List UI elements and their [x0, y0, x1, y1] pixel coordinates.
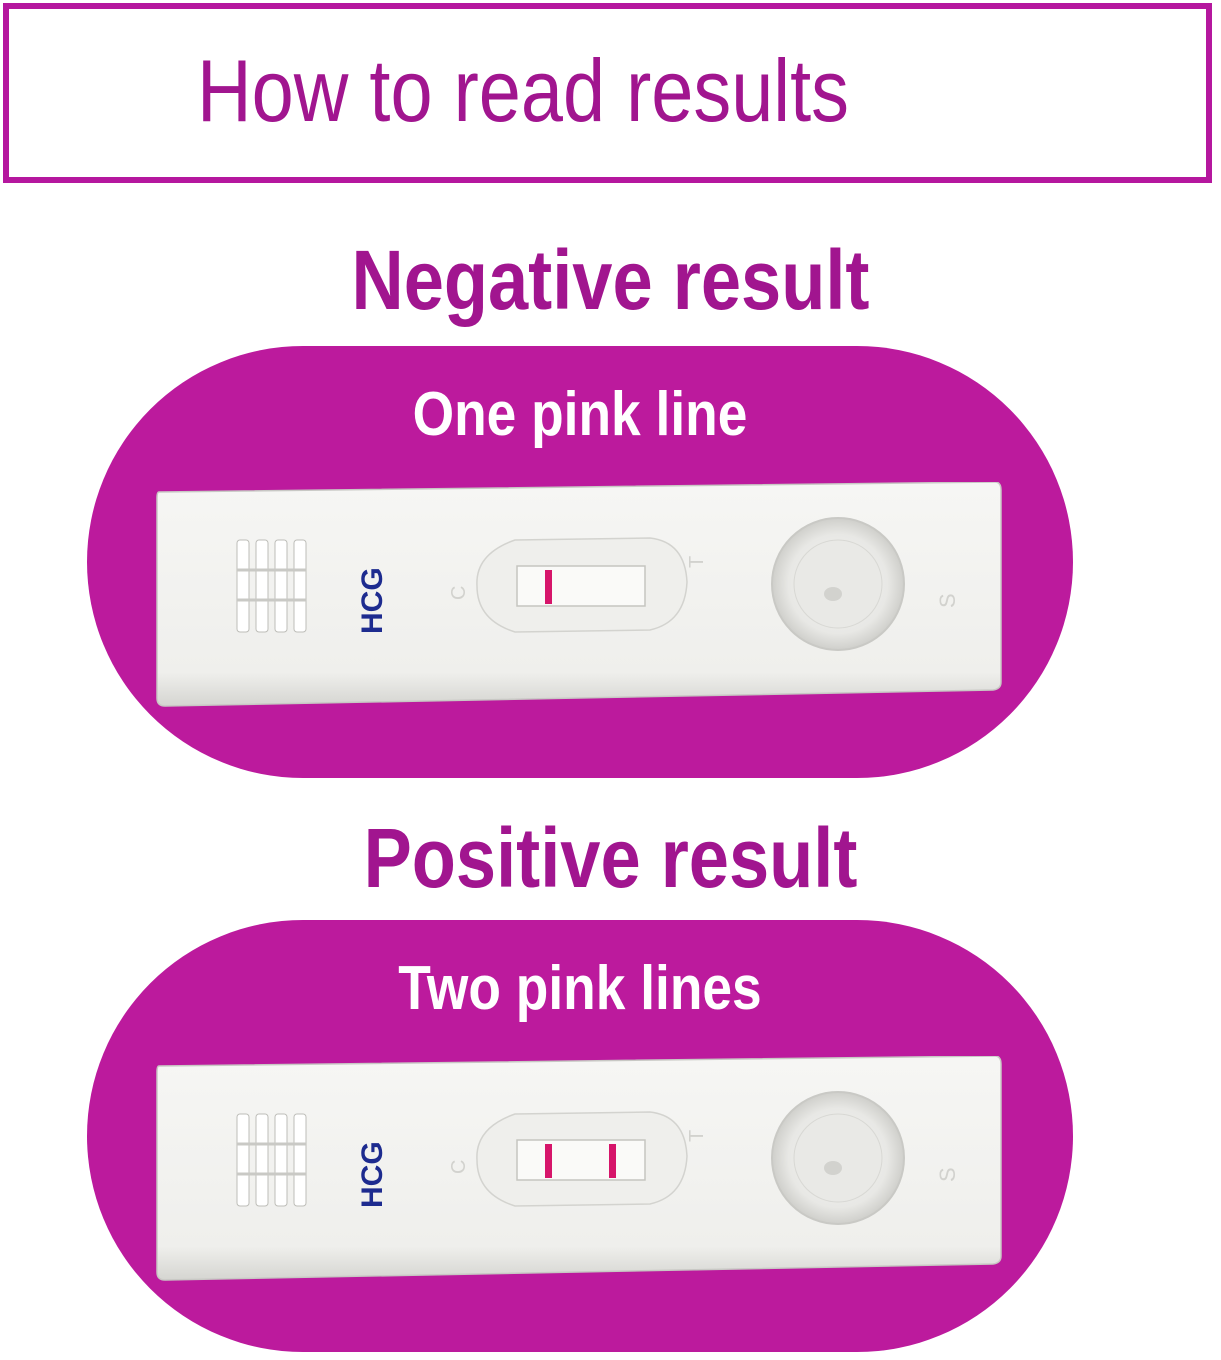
- grip-lines: [236, 539, 307, 633]
- hcg-label: HCG: [356, 1141, 389, 1208]
- test-mark: T: [686, 556, 708, 568]
- result-window: [516, 1139, 646, 1181]
- negative-test-strip: HCG C T S: [156, 482, 1002, 707]
- negative-result-label: One pink line: [412, 380, 748, 449]
- control-mark: C: [448, 1160, 470, 1174]
- control-mark: C: [448, 586, 470, 600]
- control-line: [545, 1144, 552, 1178]
- positive-result-label: Two pink lines: [398, 954, 762, 1023]
- sample-mark: S: [935, 1167, 960, 1182]
- negative-result-title: Negative result: [351, 233, 870, 327]
- positive-result-title: Positive result: [363, 811, 858, 905]
- header-box: How to read results: [3, 3, 1212, 183]
- negative-result-panel: One pink line HCG C T S: [87, 346, 1073, 778]
- positive-test-strip: HCG C T S: [156, 1056, 1002, 1281]
- control-line: [545, 570, 552, 604]
- hcg-label: HCG: [356, 567, 389, 634]
- positive-result-panel: Two pink lines HCG C T S: [87, 920, 1073, 1352]
- page-title: How to read results: [197, 41, 849, 140]
- sample-mark: S: [935, 593, 960, 608]
- grip-lines: [236, 1113, 307, 1207]
- test-mark: T: [686, 1130, 708, 1142]
- result-window: [516, 565, 646, 607]
- test-line: [609, 1144, 616, 1178]
